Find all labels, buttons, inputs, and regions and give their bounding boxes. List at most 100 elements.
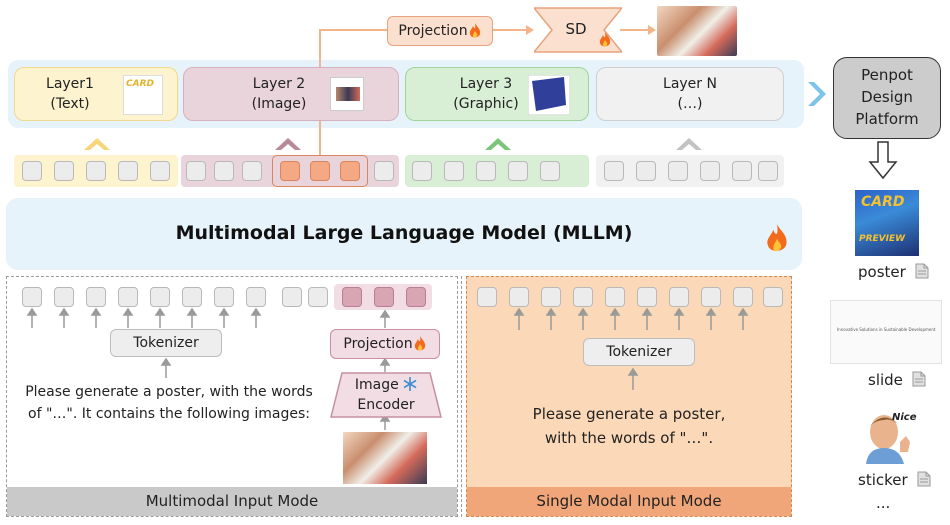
document-icon: [915, 263, 929, 279]
chevron-up-icon: [676, 138, 702, 150]
input-token: [308, 287, 328, 307]
top-projection-box: Projection: [387, 16, 493, 46]
image-token: [310, 161, 330, 181]
panel-divider: [461, 276, 462, 517]
image-token: [340, 161, 360, 181]
token: [636, 161, 656, 181]
token: [700, 161, 720, 181]
poster-thumb-title: CARD: [861, 194, 905, 210]
single-modal-footer: Single Modal Input Mode: [467, 487, 791, 516]
image-input-token: [342, 287, 362, 307]
input-token: [733, 287, 753, 307]
layer-1-text: Layer1 (Text) CARD: [14, 67, 178, 121]
token: [86, 161, 106, 181]
flame-icon: [767, 224, 787, 252]
single-modal-footer-label: Single Modal Input Mode: [536, 492, 722, 510]
multimodal-tokenizer: Tokenizer: [110, 329, 222, 357]
token: [412, 161, 432, 181]
token: [540, 161, 560, 181]
image-encoder-line2: Encoder: [357, 397, 415, 413]
input-token: [118, 287, 138, 307]
multimodal-footer: Multimodal Input Mode: [7, 487, 457, 516]
poster-thumb-subtitle: PREVIEW: [859, 234, 906, 244]
layer-2-image: Layer 2 (Image): [183, 67, 399, 121]
chevron-up-icon: [485, 138, 511, 150]
layer-1-title: Layer1: [46, 76, 94, 92]
multimodal-projection: Projection: [330, 329, 440, 359]
multimodal-footer-label: Multimodal Input Mode: [145, 492, 319, 510]
single-modal-prompt-line1: Please generate a poster,: [532, 405, 726, 423]
single-modal-prompt-line2: with the words of "…".: [544, 429, 714, 447]
layer-3-subtitle: (Graphic): [453, 96, 519, 112]
layer-1-thumb-text: CARD: [126, 79, 154, 89]
flame-icon: [469, 23, 480, 38]
person-sticker: [866, 415, 910, 464]
single-modal-tokenizer: Tokenizer: [583, 338, 695, 366]
token: [214, 161, 234, 181]
poster-output: poster: [858, 262, 938, 282]
multimodal-projection-label: Projection: [343, 336, 413, 352]
token: [242, 161, 262, 181]
poster-thumbnail: CARD PREVIEW: [855, 190, 919, 256]
layer-n-subtitle: (…): [677, 96, 703, 112]
penpot-line1: Penpot: [861, 66, 913, 84]
token: [668, 161, 688, 181]
layer-1-thumbnail: CARD: [123, 75, 163, 115]
mllm-label: Multimodal Large Language Model (MLLM): [175, 222, 633, 244]
snowflake-icon: [403, 377, 417, 391]
document-icon: [912, 371, 926, 387]
layer-2-subtitle: (Image): [251, 96, 307, 112]
flame-icon: [599, 32, 611, 47]
poster-label: poster: [858, 263, 906, 281]
image-token-highlight: [272, 155, 368, 187]
generated-image-thumbnail: [657, 6, 737, 56]
input-token: [573, 287, 593, 307]
slide-label: slide: [868, 371, 903, 389]
image-token: [280, 161, 300, 181]
image-input-token: [374, 287, 394, 307]
image-encoder-line1: Image: [354, 377, 399, 393]
slide-thumb-title: Innovative Solutions in Sustainable Deve…: [837, 327, 936, 332]
sticker-label: sticker: [858, 471, 908, 489]
input-token: [150, 287, 170, 307]
penpot-design-platform: Penpot Design Platform: [833, 57, 941, 139]
layer-3-thumbnail: [528, 75, 570, 115]
image-encoder-box: [330, 372, 442, 418]
token: [54, 161, 74, 181]
slide-output: slide: [868, 370, 948, 390]
token: [444, 161, 464, 181]
chevron-up-icon: [275, 138, 301, 150]
token: [186, 161, 206, 181]
input-token: [477, 287, 497, 307]
single-modal-tokenizer-label: Tokenizer: [606, 344, 672, 360]
sticker-thumb-text: Nice: [892, 412, 917, 423]
down-arrow-icon: [868, 141, 898, 180]
layer-1-subtitle: (Text): [50, 96, 90, 112]
token: [508, 161, 528, 181]
input-token: [701, 287, 721, 307]
multimodal-prompt: Please generate a poster, with the words…: [14, 381, 324, 425]
input-token: [509, 287, 529, 307]
token: [374, 161, 394, 181]
image-encoder-label: Image Encoder: [330, 375, 442, 415]
input-token: [182, 287, 202, 307]
input-token: [214, 287, 234, 307]
input-token: [282, 287, 302, 307]
layer-3-graphic: Layer 3 (Graphic): [405, 67, 589, 121]
input-token: [605, 287, 625, 307]
chevron-right-icon: [808, 82, 826, 106]
slide-thumbnail: Innovative Solutions in Sustainable Deve…: [830, 300, 942, 364]
image-input-token: [406, 287, 426, 307]
input-token: [637, 287, 657, 307]
single-modal-prompt: Please generate a poster, with the words…: [476, 402, 782, 450]
input-token: [541, 287, 561, 307]
token: [476, 161, 496, 181]
input-token: [246, 287, 266, 307]
multimodal-prompt-line1: Please generate a poster, with the words: [25, 384, 313, 400]
layer-2-thumbnail: [330, 77, 364, 111]
sticker-output: sticker: [858, 470, 948, 490]
layer-3-title: Layer 3: [459, 76, 513, 92]
input-token: [22, 287, 42, 307]
